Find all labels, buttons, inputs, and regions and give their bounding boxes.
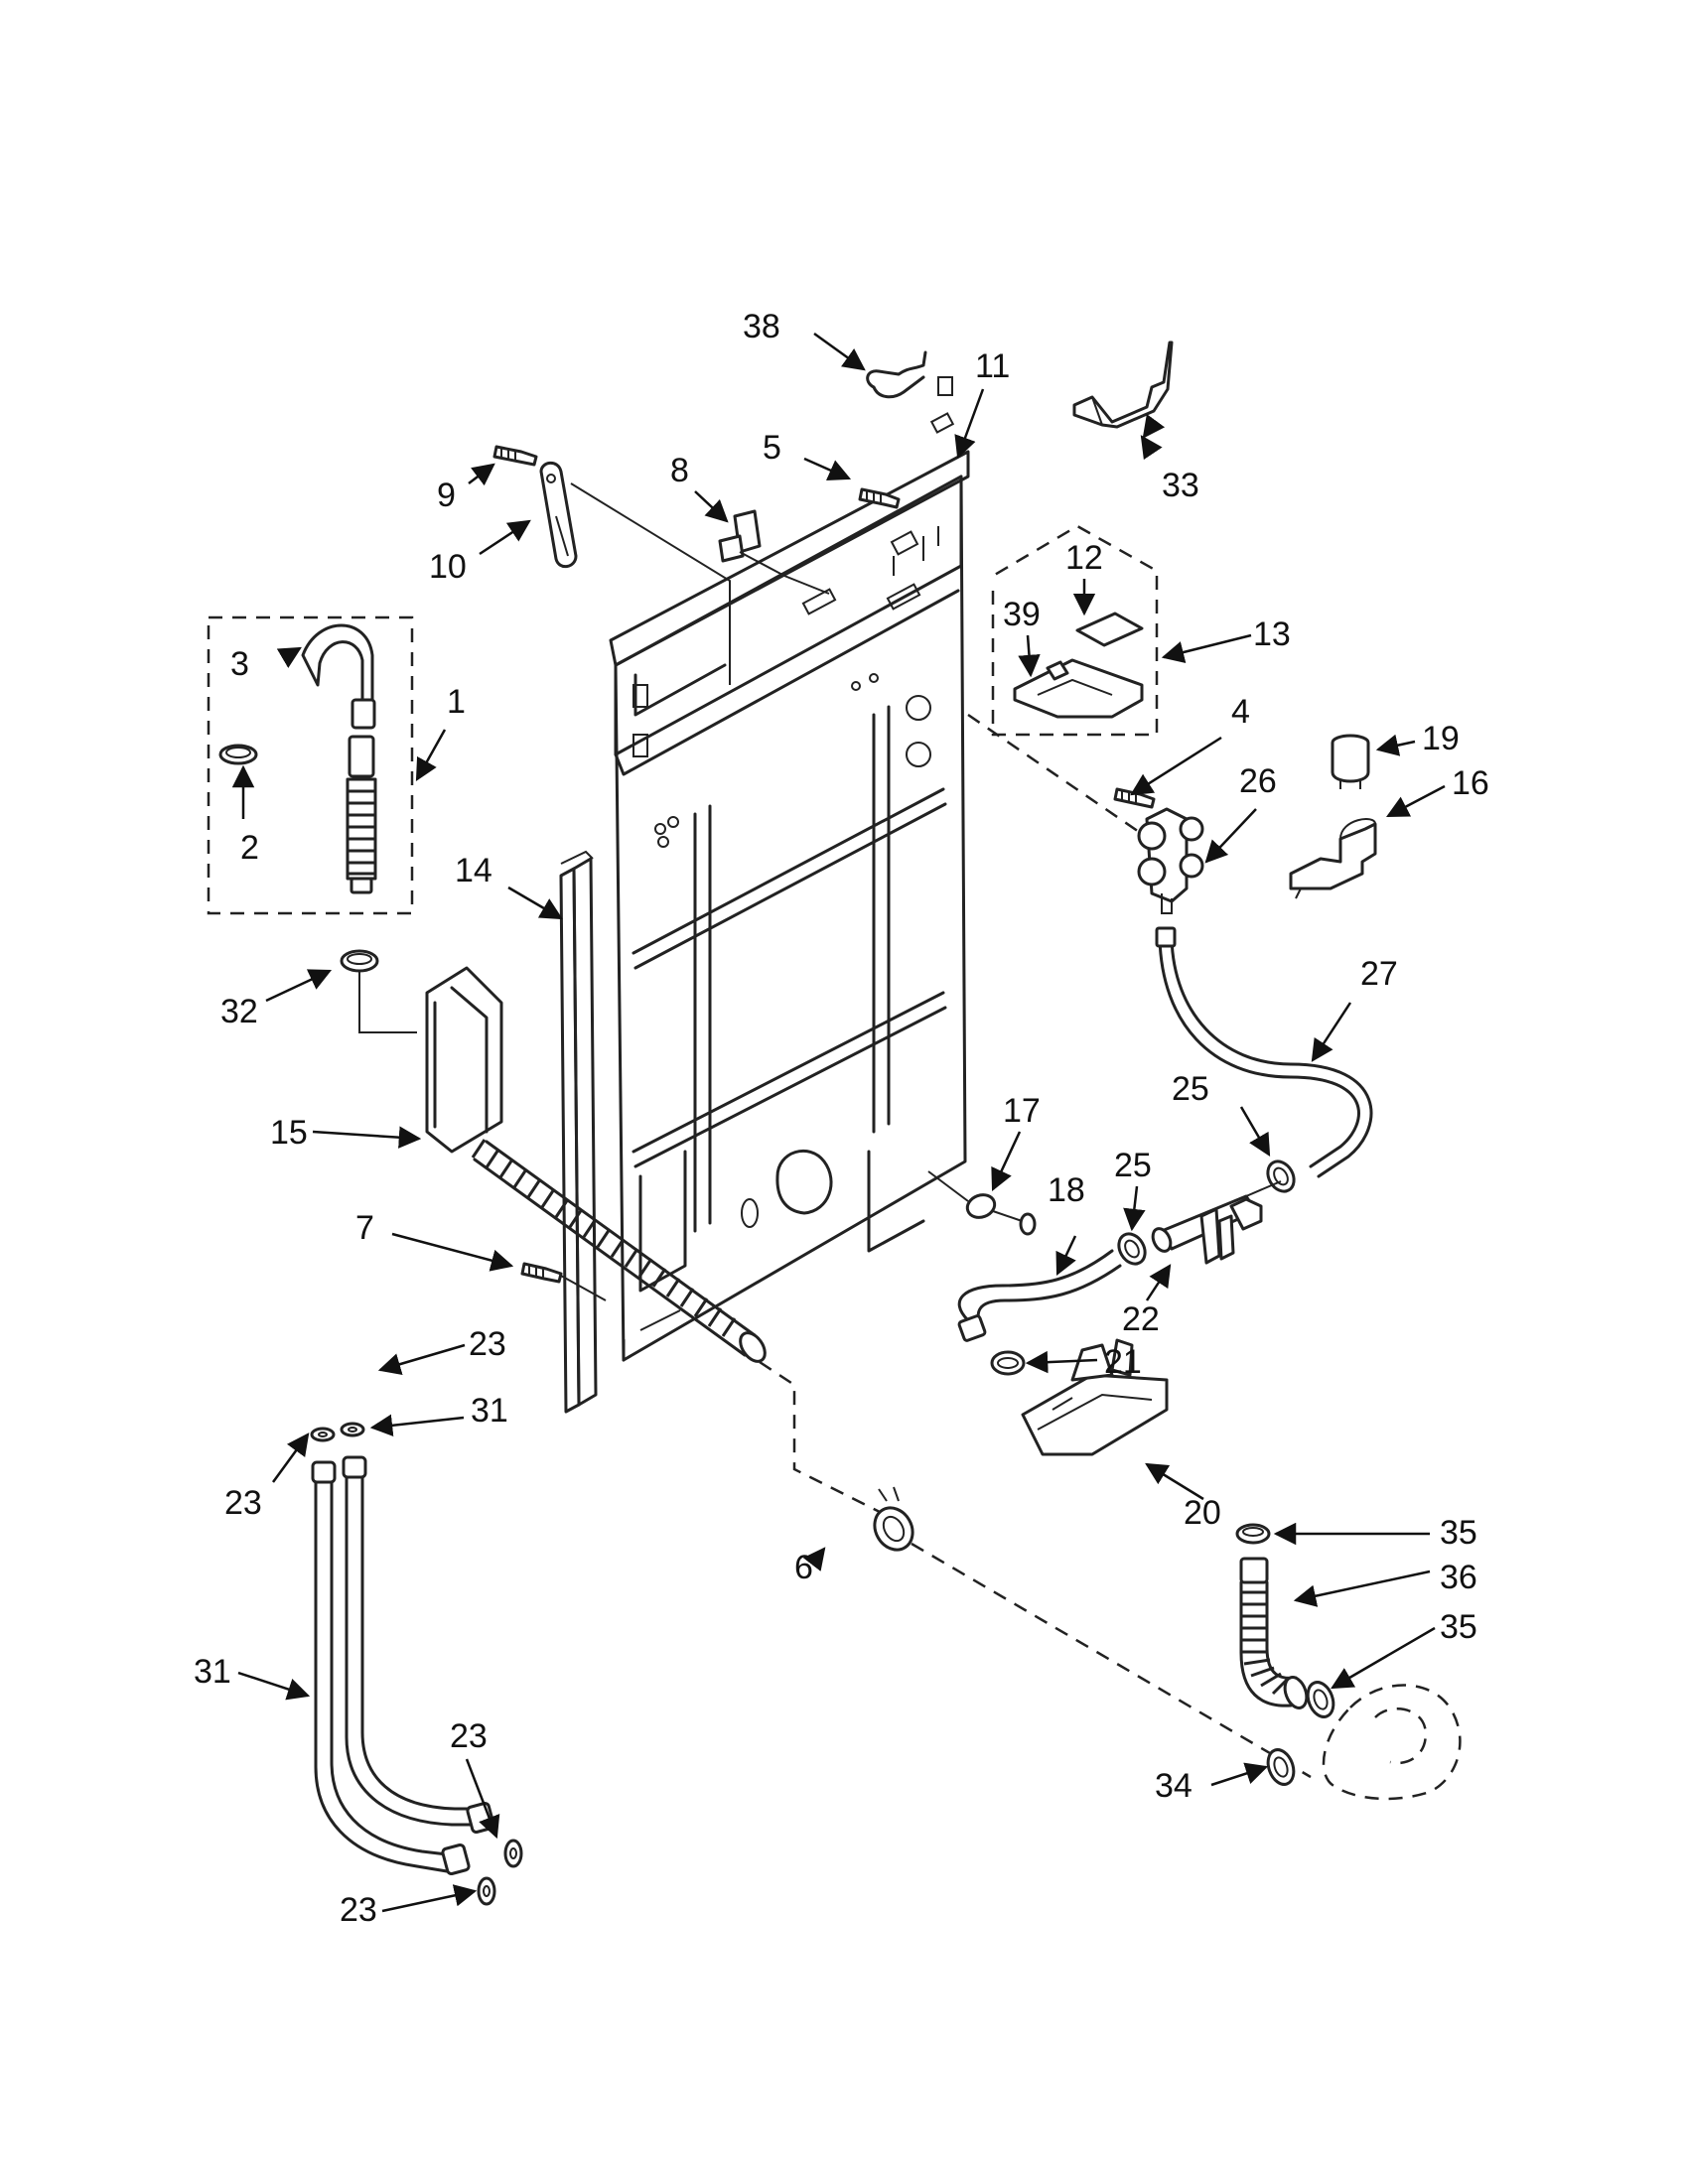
clamp-35-top (1235, 1523, 1271, 1545)
clamp-32 (340, 949, 417, 1033)
clamp-35-bottom (1306, 1681, 1335, 1718)
callout-27: 27 (1360, 955, 1398, 993)
clamp-25-a (1266, 1160, 1296, 1193)
hose-36 (1239, 1557, 1309, 1709)
callout-21: 21 (1104, 1343, 1142, 1381)
callout-3: 3 (230, 645, 249, 683)
hose-guide-kit (207, 615, 414, 915)
callout-1: 1 (447, 683, 466, 721)
clip-8 (718, 509, 830, 595)
callout-7: 7 (355, 1209, 374, 1247)
callout-4: 4 (1231, 693, 1250, 731)
callout-6: 6 (794, 1549, 813, 1586)
callout-25-b: 25 (1114, 1147, 1152, 1184)
clip-38 (866, 350, 927, 399)
clamp-6 (873, 1486, 1312, 1779)
callout-31-b: 31 (194, 1653, 231, 1691)
callout-33: 33 (1162, 467, 1199, 504)
callout-23-a: 23 (469, 1325, 506, 1363)
clamp-21 (990, 1350, 1026, 1376)
callout-2: 2 (240, 829, 259, 867)
holder-20 (1021, 1338, 1169, 1456)
callout-20: 20 (1184, 1494, 1221, 1532)
bumper-17 (927, 1170, 1037, 1236)
rear-panel (609, 376, 970, 1362)
callout-18: 18 (1048, 1171, 1085, 1209)
fill-hose-27 (1155, 926, 1373, 1178)
callout-23-c: 23 (450, 1717, 488, 1755)
callout-23-b: 23 (224, 1484, 262, 1522)
callout-35-a: 35 (1440, 1514, 1477, 1552)
callout-17: 17 (1003, 1092, 1041, 1130)
callout-5: 5 (763, 429, 781, 467)
part-13-kit (991, 524, 1159, 737)
bracket-16 (1289, 818, 1377, 899)
callout-labels: 38 11 33 9 10 8 5 12 39 13 4 26 19 16 3 … (194, 308, 1489, 1929)
clamp-25-b (1117, 1232, 1147, 1266)
inlet-hoses-31 (310, 1422, 523, 1906)
bracket-33 (1072, 341, 1174, 429)
hose-18 (957, 1249, 1122, 1342)
callout-36: 36 (1440, 1559, 1477, 1596)
corner-strip (559, 850, 598, 1414)
drain-hose-assembly (425, 966, 895, 1521)
callout-16: 16 (1452, 764, 1489, 802)
screw-5 (858, 487, 901, 509)
callout-35-b: 35 (1440, 1608, 1477, 1646)
callout-26: 26 (1239, 762, 1277, 800)
connector-22 (1151, 1180, 1282, 1265)
callout-11: 11 (975, 347, 1010, 385)
callout-9: 9 (437, 477, 456, 514)
callout-38: 38 (743, 308, 780, 345)
callout-32: 32 (220, 993, 258, 1030)
leader-lines (231, 332, 1446, 1913)
callout-8: 8 (670, 452, 689, 489)
screw-7 (520, 1262, 607, 1301)
callout-25-a: 25 (1172, 1070, 1209, 1108)
callout-19: 19 (1422, 720, 1460, 757)
capacitor-19 (1331, 734, 1370, 789)
pump-outline (1322, 1684, 1462, 1801)
callout-14: 14 (455, 852, 492, 889)
callout-15: 15 (270, 1114, 308, 1152)
callout-34: 34 (1155, 1767, 1193, 1805)
callout-10: 10 (429, 548, 467, 586)
callout-39: 39 (1003, 596, 1041, 633)
bracket-10 (539, 461, 731, 685)
clamp-34 (1266, 1748, 1296, 1786)
callout-31-a: 31 (471, 1392, 508, 1430)
water-valve-26 (967, 713, 1204, 914)
callout-12: 12 (1065, 539, 1103, 577)
screw-9 (492, 445, 538, 467)
callout-13: 13 (1253, 615, 1291, 653)
callout-23-d: 23 (340, 1891, 377, 1929)
callout-22: 22 (1122, 1300, 1160, 1338)
